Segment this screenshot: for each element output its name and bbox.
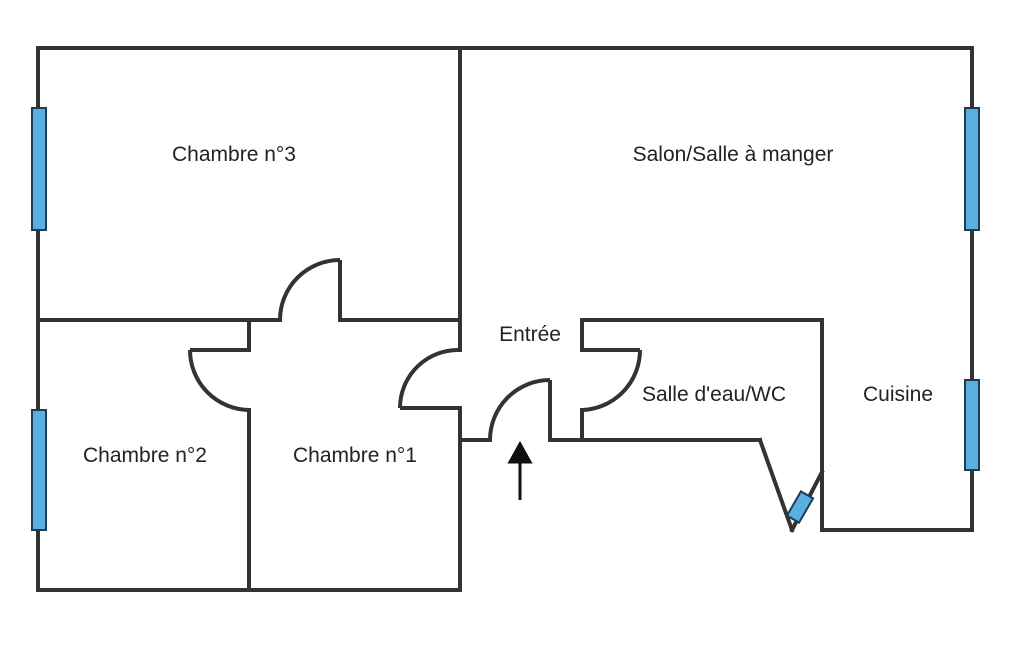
door-swing-icon: [278, 258, 342, 321]
room-label-chambre3: Chambre n°3: [172, 143, 296, 166]
room-label-chambre1: Chambre n°1: [293, 444, 417, 467]
window-icon: [964, 379, 980, 471]
door-swing-icon: [188, 348, 250, 412]
room-label-salon: Salon/Salle à manger: [633, 143, 834, 166]
window-icon: [31, 409, 47, 531]
room-label-salle-eau: Salle d'eau/WC: [642, 383, 786, 406]
door-swing-icon: [488, 378, 552, 441]
window-icon: [785, 490, 815, 524]
room-label-entree: Entrée: [499, 323, 561, 346]
room-label-chambre2: Chambre n°2: [83, 444, 207, 467]
door-swing-icon: [398, 347, 461, 410]
windows: [31, 107, 980, 531]
room-label-cuisine: Cuisine: [863, 383, 933, 406]
walls: [36, 46, 974, 592]
door-swing-icon: [581, 348, 642, 412]
window-icon: [31, 107, 47, 231]
room-labels: Chambre n°3 Salon/Salle à manger Entrée …: [83, 143, 933, 467]
doors: [188, 258, 642, 441]
arrow-up-icon: [507, 440, 533, 500]
window-icon: [964, 107, 980, 231]
